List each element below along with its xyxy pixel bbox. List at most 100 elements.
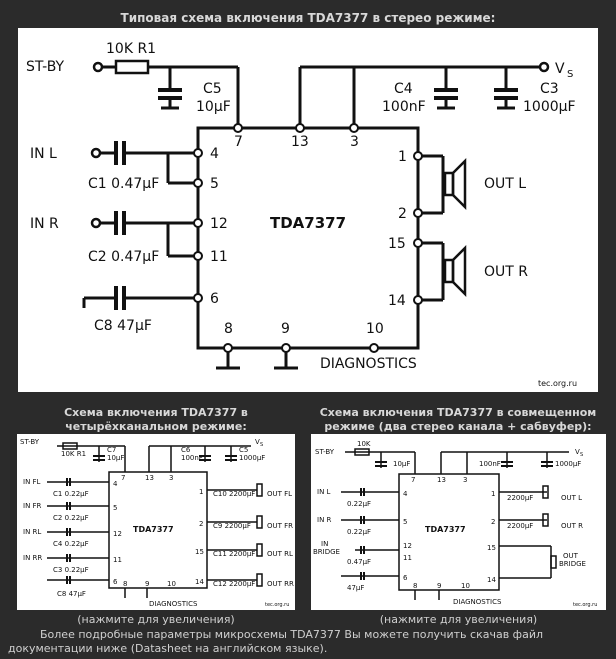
pin-5: 5 bbox=[403, 518, 407, 526]
diagnostics-label: DIAGNOSTICS bbox=[320, 356, 417, 372]
pin-15: 15 bbox=[487, 544, 496, 552]
c2-label: C2 0.47µF bbox=[88, 249, 159, 265]
pin-3: 3 bbox=[463, 476, 467, 484]
pin-7: 7 bbox=[234, 134, 243, 150]
pin-1: 1 bbox=[491, 490, 495, 498]
main-schematic[interactable]: ST-BY 10K R1 C5 10µF C4 100nF C3 1000µF … bbox=[18, 28, 598, 392]
out-l-label: OUT L bbox=[561, 494, 582, 502]
watermark: tec.org.ru bbox=[538, 379, 577, 388]
in-rl-label: IN RL bbox=[23, 528, 41, 536]
c12-label: C12 2200µF bbox=[213, 580, 255, 588]
vs-label: V bbox=[575, 448, 580, 456]
pin-9: 9 bbox=[437, 582, 441, 590]
out-r-label: OUT R bbox=[484, 264, 528, 280]
c5-label: C5 bbox=[239, 446, 248, 454]
speaker-icon bbox=[443, 244, 467, 298]
out-l-label: OUT L bbox=[484, 176, 526, 192]
in-l-label: IN L bbox=[30, 146, 57, 162]
r1-label: 10K R1 bbox=[106, 41, 156, 57]
pin-14: 14 bbox=[388, 293, 406, 309]
c7-value: 10µF bbox=[107, 454, 124, 462]
pin-2: 2 bbox=[491, 518, 495, 526]
c4-label: C4 0.22µF bbox=[53, 540, 89, 548]
vs-label: V bbox=[555, 61, 565, 77]
pin-14: 14 bbox=[195, 578, 204, 586]
cap-diag: 47µF bbox=[347, 584, 364, 592]
in-l-label: IN L bbox=[317, 488, 331, 496]
out-fr-label: OUT FR bbox=[267, 522, 293, 530]
c8-label: C8 47µF bbox=[94, 318, 152, 334]
pin-8: 8 bbox=[224, 321, 233, 337]
pin-10: 10 bbox=[461, 582, 470, 590]
enlarge-link-left[interactable]: (нажмите для увеличения) bbox=[77, 613, 235, 626]
cap-in-l: 0.22µF bbox=[347, 500, 371, 508]
c2-value: 100nF bbox=[479, 460, 501, 468]
in-r-label: IN R bbox=[317, 516, 332, 524]
pin-8: 8 bbox=[123, 580, 127, 588]
in-bridge-label: IN bbox=[321, 540, 328, 548]
c3-label: C3 0.22µF bbox=[53, 566, 89, 574]
pin-7: 7 bbox=[121, 474, 125, 482]
c1-label: C1 0.47µF bbox=[88, 176, 159, 192]
pin-9: 9 bbox=[145, 580, 149, 588]
main-title: Типовая схема включения TDA7377 в стерео… bbox=[120, 11, 496, 25]
left-title: Схема включения TDA7377 в четырёхканальн… bbox=[64, 406, 248, 433]
pin-4: 4 bbox=[403, 490, 408, 498]
footer-text: Более подробные параметры микросхемы TDA… bbox=[8, 628, 543, 655]
pin-10: 10 bbox=[167, 580, 176, 588]
four-channel-schematic-thumbnail[interactable]: ST-BY 10K R1 C7 10µF C6 100nF C5 1000µF … bbox=[17, 434, 295, 610]
c4-label: C4 bbox=[394, 81, 413, 97]
c5-value: 1000µF bbox=[239, 454, 265, 462]
in-bridge-label-2: BRIDGE bbox=[313, 548, 340, 556]
c8-label: C8 47µF bbox=[57, 590, 86, 598]
c4-value: 100nF bbox=[382, 99, 426, 115]
pin-11: 11 bbox=[210, 249, 228, 265]
out-fl-label: OUT FL bbox=[267, 490, 292, 498]
c1-label: C1 0.22µF bbox=[53, 490, 89, 498]
out-r-label: OUT R bbox=[561, 522, 583, 530]
pin-6: 6 bbox=[403, 574, 408, 582]
chip-label: TDA7377 bbox=[425, 525, 466, 534]
vs-sub: S bbox=[260, 442, 263, 448]
c1-value: 10µF bbox=[393, 460, 410, 468]
pin-3: 3 bbox=[169, 474, 173, 482]
pin-5: 5 bbox=[210, 176, 219, 192]
in-rr-label: IN RR bbox=[23, 554, 42, 562]
c6-value: 100nF bbox=[181, 454, 203, 462]
in-fl-label: IN FL bbox=[23, 478, 41, 486]
enlarge-link-right[interactable]: (нажмите для увеличения) bbox=[379, 613, 538, 626]
diagnostics-label: DIAGNOSTICS bbox=[453, 598, 502, 606]
pin-13: 13 bbox=[291, 134, 309, 150]
pin-12: 12 bbox=[403, 542, 412, 550]
pin-5: 5 bbox=[113, 504, 117, 512]
pin-4: 4 bbox=[210, 146, 219, 162]
bridge-mode-schematic-thumbnail[interactable]: ST-BY 10K 10µF 100nF 1000µF V S IN L 0.2… bbox=[311, 434, 606, 610]
ic-body bbox=[196, 126, 420, 350]
pin-12: 12 bbox=[210, 216, 228, 232]
out-bridge-label: OUT bbox=[563, 552, 579, 560]
chip-label: TDA7377 bbox=[270, 214, 346, 232]
pin-15: 15 bbox=[388, 236, 406, 252]
resistor-r1 bbox=[114, 59, 150, 75]
cap-out-l: 2200µF bbox=[507, 494, 533, 502]
c6-label: C6 bbox=[181, 446, 191, 454]
stby-label: ST-BY bbox=[315, 448, 335, 456]
in-r-label: IN R bbox=[30, 216, 59, 232]
stby-label: ST-BY bbox=[20, 438, 40, 446]
pin-11: 11 bbox=[403, 554, 412, 562]
out-rl-label: OUT RL bbox=[267, 550, 293, 558]
chip-label: TDA7377 bbox=[133, 525, 174, 534]
stby-label: ST-BY bbox=[26, 59, 65, 75]
cap-in-r: 0.22µF bbox=[347, 528, 371, 536]
c3-label: C3 bbox=[540, 81, 559, 97]
r1-label: 10K R1 bbox=[61, 450, 86, 458]
pin-2: 2 bbox=[398, 206, 407, 222]
watermark: tec.org.ru bbox=[265, 602, 289, 608]
pin-9: 9 bbox=[281, 321, 290, 337]
pin-2: 2 bbox=[199, 520, 203, 528]
pin-12: 12 bbox=[113, 530, 122, 538]
c3-value: 1000µF bbox=[555, 460, 581, 468]
out-bridge-label-2: BRIDGE bbox=[559, 560, 586, 568]
c5-label: C5 bbox=[203, 81, 222, 97]
cap-in-bridge: 0.47µF bbox=[347, 558, 371, 566]
